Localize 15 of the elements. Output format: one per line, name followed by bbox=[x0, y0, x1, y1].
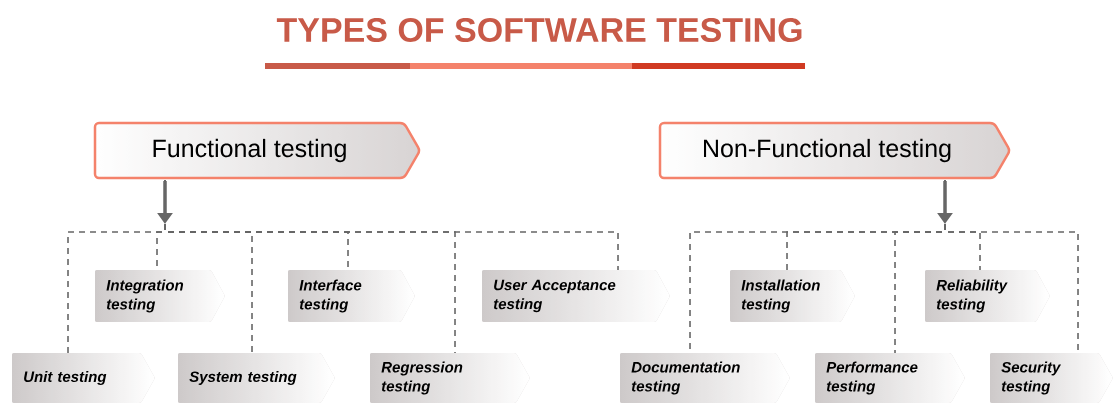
heading-box: Functional testing bbox=[93, 121, 421, 180]
testing-type-box: System testing bbox=[178, 353, 335, 403]
testing-type-box: Installation testing bbox=[730, 270, 855, 322]
connector bbox=[164, 179, 456, 354]
title: TYPES OF SOFTWARE TESTING bbox=[276, 17, 802, 43]
testing-type-box: Regression testing bbox=[370, 353, 530, 403]
testing-type-box: Interface testing bbox=[288, 270, 415, 322]
testing-type-box: Security testing bbox=[990, 353, 1113, 403]
testing-type-box: Integration testing bbox=[95, 270, 225, 322]
testing-type-box: Reliability testing bbox=[925, 270, 1050, 322]
testing-type-box: User Acceptance testing bbox=[482, 270, 670, 322]
testing-type-box: Unit testing bbox=[12, 353, 155, 403]
testing-type-box: Documentation testing bbox=[620, 353, 790, 403]
heading-box: Non-Functional testing bbox=[658, 121, 1011, 180]
testing-type-box: Performance testing bbox=[815, 353, 965, 403]
